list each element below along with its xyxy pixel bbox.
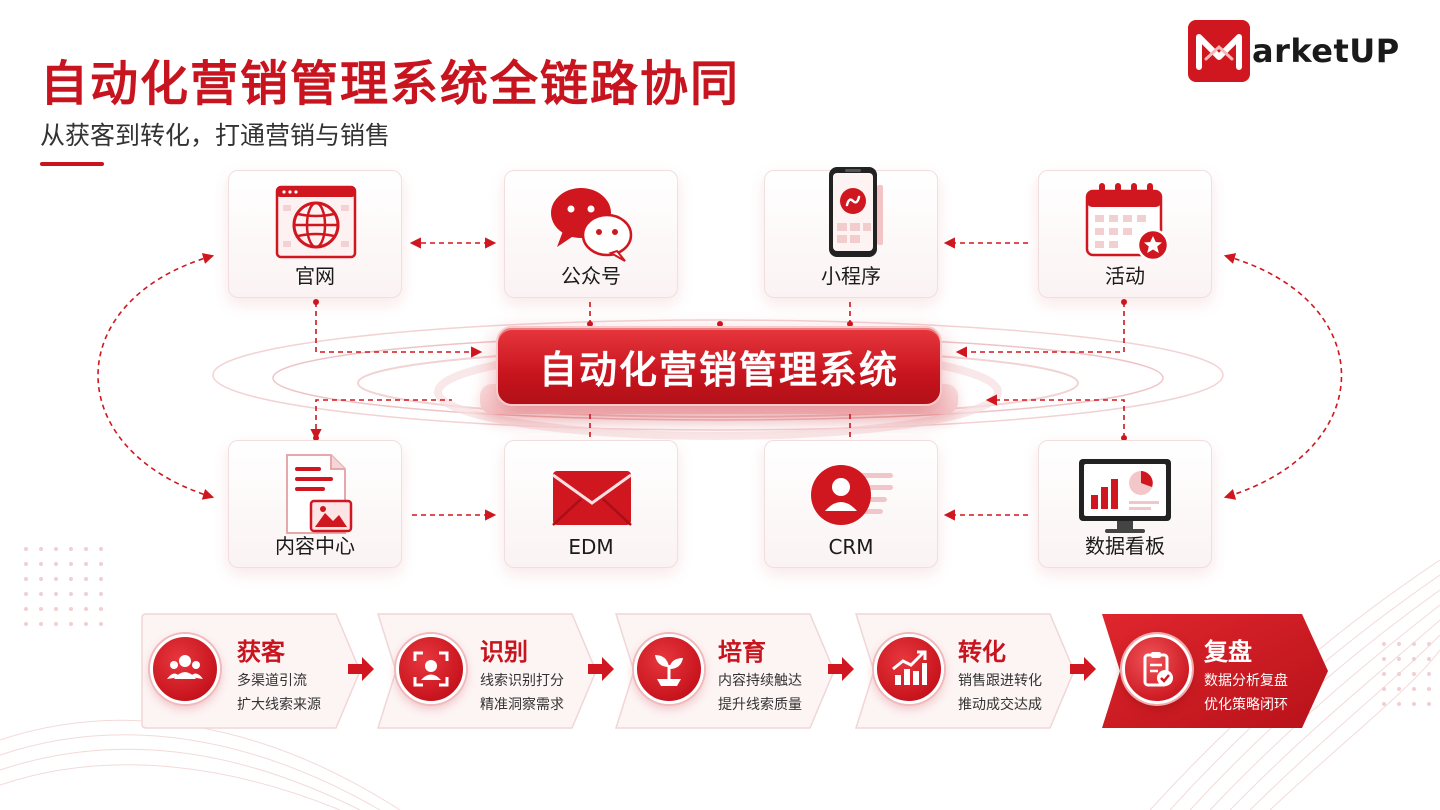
- page-subtitle: 从获客到转化，打通营销与销售: [40, 121, 391, 150]
- channel-label: 活动: [1105, 264, 1145, 288]
- stage-identify[interactable]: 识别 线索识别打分 精准洞察需求: [376, 612, 598, 730]
- sprout-icon: [634, 634, 704, 704]
- channel-card-crm[interactable]: CRM: [764, 440, 938, 568]
- stage-review[interactable]: 复盘 数据分析复盘 优化策略闭环: [1100, 612, 1330, 730]
- stage-desc-line: 优化策略闭环: [1204, 697, 1288, 713]
- calendar-star-icon: [1085, 183, 1170, 262]
- brand-logo: arketUP: [1188, 20, 1400, 82]
- stage-desc-line: 提升线索质量: [718, 697, 802, 713]
- channel-label: 小程序: [821, 264, 881, 288]
- dot-grid-right: [1382, 642, 1431, 706]
- stage-desc-line: 推动成交达成: [958, 697, 1042, 713]
- page-title: 自动化营销管理系统全链路协同: [40, 56, 741, 112]
- stage-desc-line: 内容持续触达: [718, 673, 802, 689]
- channel-card-website[interactable]: 官网: [228, 170, 402, 298]
- stage-desc-line: 多渠道引流: [237, 673, 307, 689]
- logo-text: arketUP: [1252, 32, 1400, 70]
- stage-arrow-icon: [828, 657, 854, 681]
- stage-title: 培育: [718, 638, 766, 666]
- wechat-icon: [551, 188, 633, 262]
- channel-card-event[interactable]: 活动: [1038, 170, 1212, 298]
- channel-label: 官网: [295, 264, 335, 288]
- channel-card-content-center[interactable]: 内容中心: [228, 440, 402, 568]
- title-underline: [40, 162, 104, 166]
- channel-label: CRM: [828, 535, 874, 559]
- channel-card-mini-program[interactable]: 小程序: [764, 167, 938, 298]
- clipboard-check-icon: [1122, 634, 1192, 704]
- stage-arrow-icon: [348, 657, 374, 681]
- logo-m-icon: [1188, 20, 1250, 82]
- stage-acquire[interactable]: 获客 多渠道引流 扩大线索来源: [140, 612, 362, 730]
- growth-chart-icon: [874, 634, 944, 704]
- channel-label: 公众号: [561, 264, 621, 288]
- center-system-box: 自动化营销管理系统: [496, 326, 942, 406]
- stage-title: 复盘: [1204, 638, 1252, 666]
- stage-title: 识别: [480, 638, 528, 666]
- stage-convert[interactable]: 转化 销售跟进转化 推动成交达成: [854, 612, 1076, 730]
- stage-arrow-icon: [588, 657, 614, 681]
- stage-desc-line: 销售跟进转化: [958, 673, 1042, 689]
- stage-desc-line: 扩大线索来源: [237, 697, 321, 713]
- mini-program-phone-icon: [829, 167, 883, 257]
- document-image-icon: [286, 454, 353, 534]
- face-scan-icon: [396, 634, 466, 704]
- channel-card-wechat[interactable]: 公众号: [504, 170, 678, 298]
- channel-card-edm[interactable]: EDM: [504, 440, 678, 568]
- channel-label: EDM: [568, 535, 614, 559]
- stage-arrow-icon: [1070, 657, 1096, 681]
- center-system-label: 自动化营销管理系统: [538, 347, 899, 392]
- stage-title: 获客: [237, 638, 285, 666]
- monitor-chart-icon: [1079, 459, 1171, 533]
- stage-desc-line: 线索识别打分: [480, 673, 564, 689]
- envelope-icon: [552, 471, 632, 526]
- stage-nurture[interactable]: 培育 内容持续触达 提升线索质量: [614, 612, 836, 730]
- dot-grid-left: [24, 547, 103, 626]
- globe-browser-icon: [275, 185, 357, 259]
- stage-title: 转化: [958, 638, 1006, 666]
- stage-desc-line: 数据分析复盘: [1204, 673, 1288, 689]
- channel-card-data-dashboard[interactable]: 数据看板: [1038, 440, 1212, 568]
- stage-desc-line: 精准洞察需求: [480, 697, 564, 713]
- customer-profile-icon: [811, 465, 893, 525]
- channel-label: 内容中心: [275, 534, 355, 558]
- users-icon: [150, 634, 220, 704]
- channel-label: 数据看板: [1085, 534, 1165, 558]
